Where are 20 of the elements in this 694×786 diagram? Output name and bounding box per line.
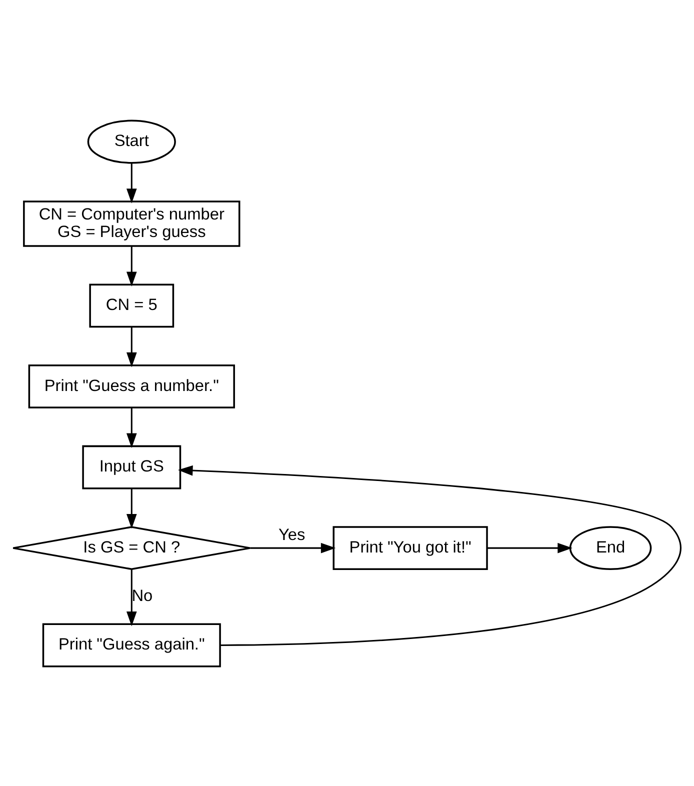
- arrow: [487, 542, 572, 553]
- arrow: [250, 542, 336, 553]
- node-ellipse: Start: [87, 119, 176, 164]
- arrow: [126, 568, 137, 626]
- arrow: [178, 464, 681, 646]
- node-box: Print "You got it!": [332, 526, 488, 570]
- node-diamond: Is GS = CN ?: [12, 526, 252, 570]
- node-box: Print "Guess again.": [42, 622, 221, 667]
- edge-label: No: [132, 586, 153, 604]
- node-ellipse: End: [569, 526, 652, 570]
- node-box: CN = 5: [89, 283, 174, 328]
- node-box: CN = Computer's number GS = Player's guess: [23, 200, 240, 246]
- node-box: Input GS: [82, 444, 182, 489]
- arrow: [126, 326, 137, 367]
- arrow: [126, 407, 137, 448]
- node-box: Print "Guess a number.": [28, 364, 235, 408]
- arrow: [126, 246, 137, 286]
- arrow: [126, 162, 137, 203]
- arrow: [126, 488, 137, 528]
- edge-label: Yes: [278, 526, 306, 544]
